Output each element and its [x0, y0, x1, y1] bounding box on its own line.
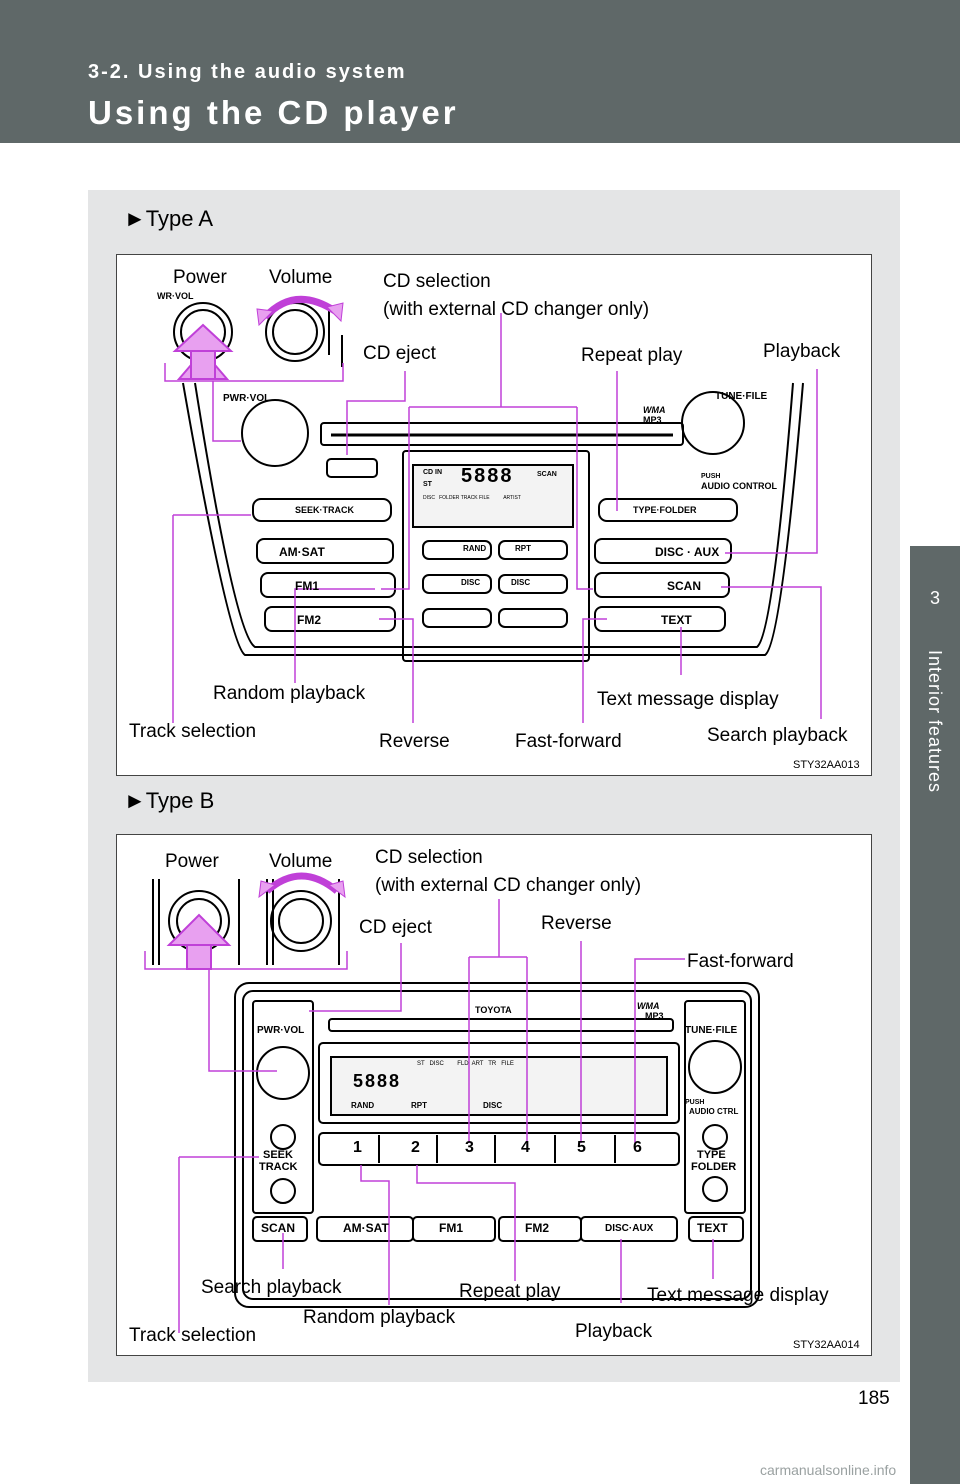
device-tune-file: TUNE·FILE [685, 1025, 738, 1036]
display-digits: 5888 [461, 465, 514, 487]
page-header [0, 0, 960, 143]
seek-button-label[interactable]: SEEK [263, 1149, 293, 1161]
device-audio-ctrl: AUDIO CTRL [689, 1107, 739, 1116]
label-track-selection: Track selection [129, 1325, 257, 1346]
label-volume: Volume [269, 851, 333, 872]
chapter-number: 3 [929, 588, 940, 608]
label-search-playback: Search playback [201, 1277, 342, 1298]
fm1-button[interactable]: FM1 [439, 1221, 463, 1235]
label-cd-selection: CD selection [383, 271, 491, 292]
am-sat-button[interactable]: AM·SAT [279, 545, 325, 559]
page-number: 185 [858, 1388, 890, 1409]
track-button-label[interactable]: TRACK [259, 1161, 298, 1173]
fm2-button[interactable]: FM2 [297, 613, 321, 627]
display-scan: SCAN [537, 471, 557, 478]
preset-1[interactable]: 1 [353, 1139, 362, 1156]
type-a-title: ►Type A [124, 206, 214, 231]
label-fast-forward: Fast-forward [515, 731, 622, 752]
device-toyota: TOYOTA [475, 1005, 512, 1015]
type-b-diagram [144, 872, 760, 1333]
section-heading: 3-2. Using the audio system [88, 61, 407, 83]
type-b-figure: TOYOTA WMA MP3 PWR·VOL TUNE·FILE PUSH AU… [116, 834, 872, 1356]
disc-up-button-label[interactable]: DISC [511, 578, 531, 587]
device-mp3: MP3 [645, 1011, 664, 1021]
label-text-message-display: Text message display [647, 1285, 829, 1306]
label-track-selection: Track selection [129, 721, 257, 742]
chapter-title: Interior features [925, 650, 945, 794]
label-repeat-play: Repeat play [459, 1281, 561, 1302]
fm1-button[interactable]: FM1 [295, 579, 319, 593]
label-reverse: Reverse [541, 913, 612, 934]
preset-3[interactable]: 3 [465, 1139, 474, 1156]
figure-code: STY32AA014 [793, 1339, 860, 1351]
rpt-button-label[interactable]: RPT [515, 544, 531, 553]
display-cd-in: CD IN [423, 469, 443, 476]
text-button[interactable]: TEXT [661, 613, 692, 627]
display-field-row: DISC FOLDER TRACK FILE ARTIST [423, 495, 521, 501]
label-reverse: Reverse [379, 731, 450, 752]
disc-aux-button[interactable]: DISC · AUX [655, 545, 720, 559]
watermark: carmanualsonline.info [760, 1462, 897, 1478]
label-cd-selection-note: (with external CD changer only) [375, 875, 642, 896]
device-pwr-vol: PWR·VOL [257, 1025, 305, 1036]
display-digits: 5888 [353, 1071, 402, 1091]
label-random-playback: Random playback [213, 683, 366, 704]
label-power: Power [173, 267, 227, 288]
device-audio-control: AUDIO CONTROL [701, 481, 777, 491]
fm2-button[interactable]: FM2 [525, 1221, 549, 1235]
device-pwr-vol: PWR·VOL [223, 393, 271, 404]
type-a-diagram [164, 295, 822, 723]
rand-label: RAND [351, 1101, 375, 1110]
preset-2[interactable]: 2 [411, 1139, 420, 1156]
rpt-label: RPT [411, 1101, 427, 1110]
folder-button-label[interactable]: FOLDER [691, 1161, 737, 1173]
seek-track-button[interactable]: SEEK·TRACK [295, 505, 355, 515]
disc-label: DISC [483, 1101, 503, 1110]
label-volume: Volume [269, 267, 333, 288]
label-fast-forward: Fast-forward [687, 951, 794, 972]
label-cd-eject: CD eject [359, 917, 432, 938]
device-mp3: MP3 [643, 415, 662, 425]
type-folder-button[interactable]: TYPE·FOLDER [633, 505, 697, 515]
label-playback: Playback [763, 341, 841, 362]
type-a-figure: WR·VOL PWR·VOL TUNE·FILE WMA MP3 PUSH AU… [116, 254, 872, 776]
scan-button[interactable]: SCAN [667, 579, 702, 593]
rand-button-label[interactable]: RAND [463, 544, 487, 553]
label-repeat-play: Repeat play [581, 345, 683, 366]
disc-aux-button[interactable]: DISC·AUX [605, 1223, 654, 1234]
device-tune-file: TUNE·FILE [715, 391, 768, 402]
label-random-playback: Random playback [303, 1307, 456, 1328]
device-push: PUSH [685, 1099, 705, 1106]
type-button-label[interactable]: TYPE [697, 1149, 726, 1161]
chapter-side-tab [910, 546, 960, 1484]
label-cd-selection: CD selection [375, 847, 483, 868]
preset-4[interactable]: 4 [521, 1139, 530, 1156]
device-wma: WMA [643, 405, 666, 415]
text-button[interactable]: TEXT [697, 1221, 728, 1235]
label-cd-eject: CD eject [363, 343, 436, 364]
figure-code: STY32AA013 [793, 759, 860, 771]
page-title: Using the CD player [88, 94, 459, 131]
display-field-row: ST DISC FLD ART TR FILE [417, 1061, 514, 1067]
label-power: Power [165, 851, 219, 872]
scan-button[interactable]: SCAN [261, 1221, 296, 1235]
label-cd-selection-note: (with external CD changer only) [383, 299, 650, 320]
label-text-message-display: Text message display [597, 689, 779, 710]
preset-6[interactable]: 6 [633, 1139, 642, 1156]
label-search-playback: Search playback [707, 725, 848, 746]
device-push: PUSH [701, 473, 721, 480]
label-playback: Playback [575, 1321, 653, 1342]
type-b-title: ►Type B [124, 788, 215, 813]
display-st: ST [423, 481, 432, 488]
disc-down-button-label[interactable]: DISC [461, 578, 481, 587]
device-wr-vol: WR·VOL [157, 291, 194, 301]
preset-5[interactable]: 5 [577, 1139, 586, 1156]
device-wma: WMA [637, 1001, 660, 1011]
am-sat-button[interactable]: AM·SAT [343, 1221, 389, 1235]
